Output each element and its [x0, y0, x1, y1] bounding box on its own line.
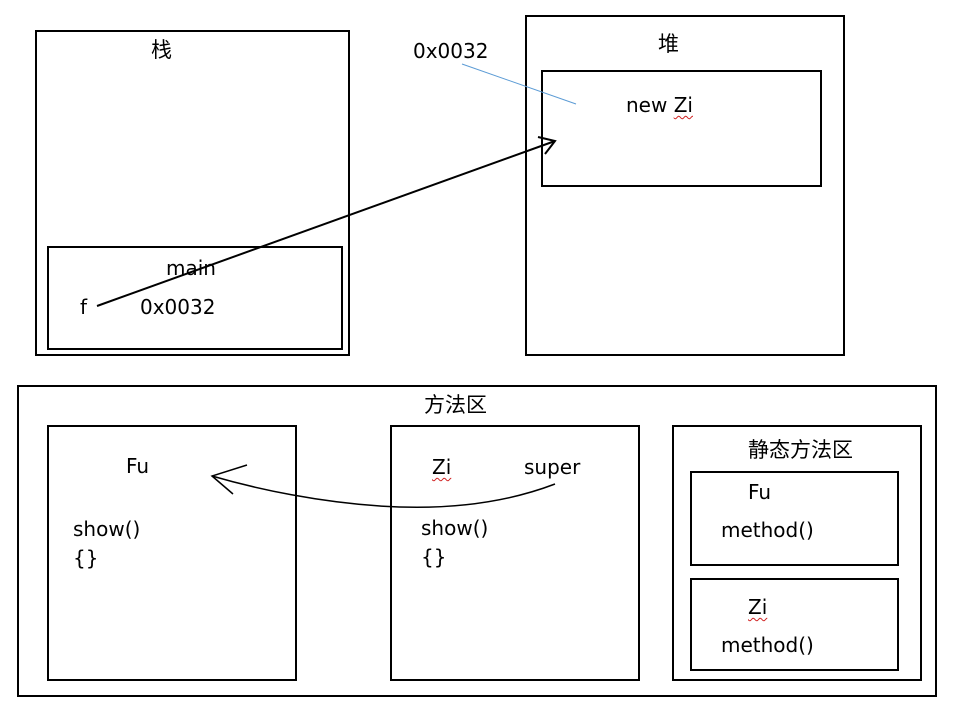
main-frame-title: main — [166, 256, 216, 280]
main-frame-box — [47, 246, 343, 350]
heap-box — [525, 15, 845, 356]
reference-arrow-line — [96, 140, 556, 307]
static-zi-method: method() — [721, 633, 814, 657]
address-leader-line — [461, 63, 577, 105]
zi-class-name: Zi — [432, 455, 452, 479]
static-method-area-box — [672, 425, 922, 681]
fu-show-method: show() — [73, 517, 141, 541]
stack-title: 栈 — [151, 38, 172, 62]
static-zi-name: Zi — [748, 595, 768, 619]
zi-show-body: {} — [421, 545, 447, 569]
variable-f-value: 0x0032 — [140, 295, 216, 319]
zi-super-label: super — [524, 455, 581, 479]
fu-class-name: Fu — [126, 454, 150, 478]
heap-object-box — [541, 70, 822, 187]
super-arrowhead — [210, 464, 248, 495]
heap-title: 堆 — [658, 32, 679, 56]
method-area-title: 方法区 — [424, 393, 487, 417]
heap-address-label: 0x0032 — [413, 39, 489, 63]
stack-box — [35, 30, 350, 356]
zi-class-box — [390, 425, 640, 681]
reference-arrowhead — [537, 136, 557, 155]
static-fu-method: method() — [721, 518, 814, 542]
super-arrow-curve — [211, 475, 556, 509]
static-zi-box — [690, 578, 899, 671]
heap-object-class: Zi — [673, 93, 693, 117]
static-fu-box — [690, 471, 899, 566]
zi-show-method: show() — [421, 516, 489, 540]
fu-class-box — [47, 425, 297, 681]
heap-object-label: new Zi — [626, 95, 693, 115]
method-area-box — [17, 385, 937, 697]
static-method-area-title: 静态方法区 — [748, 438, 853, 462]
variable-f: f — [80, 295, 88, 319]
fu-show-body: {} — [73, 546, 99, 570]
static-fu-name: Fu — [748, 480, 772, 504]
heap-object-new: new — [626, 93, 674, 117]
